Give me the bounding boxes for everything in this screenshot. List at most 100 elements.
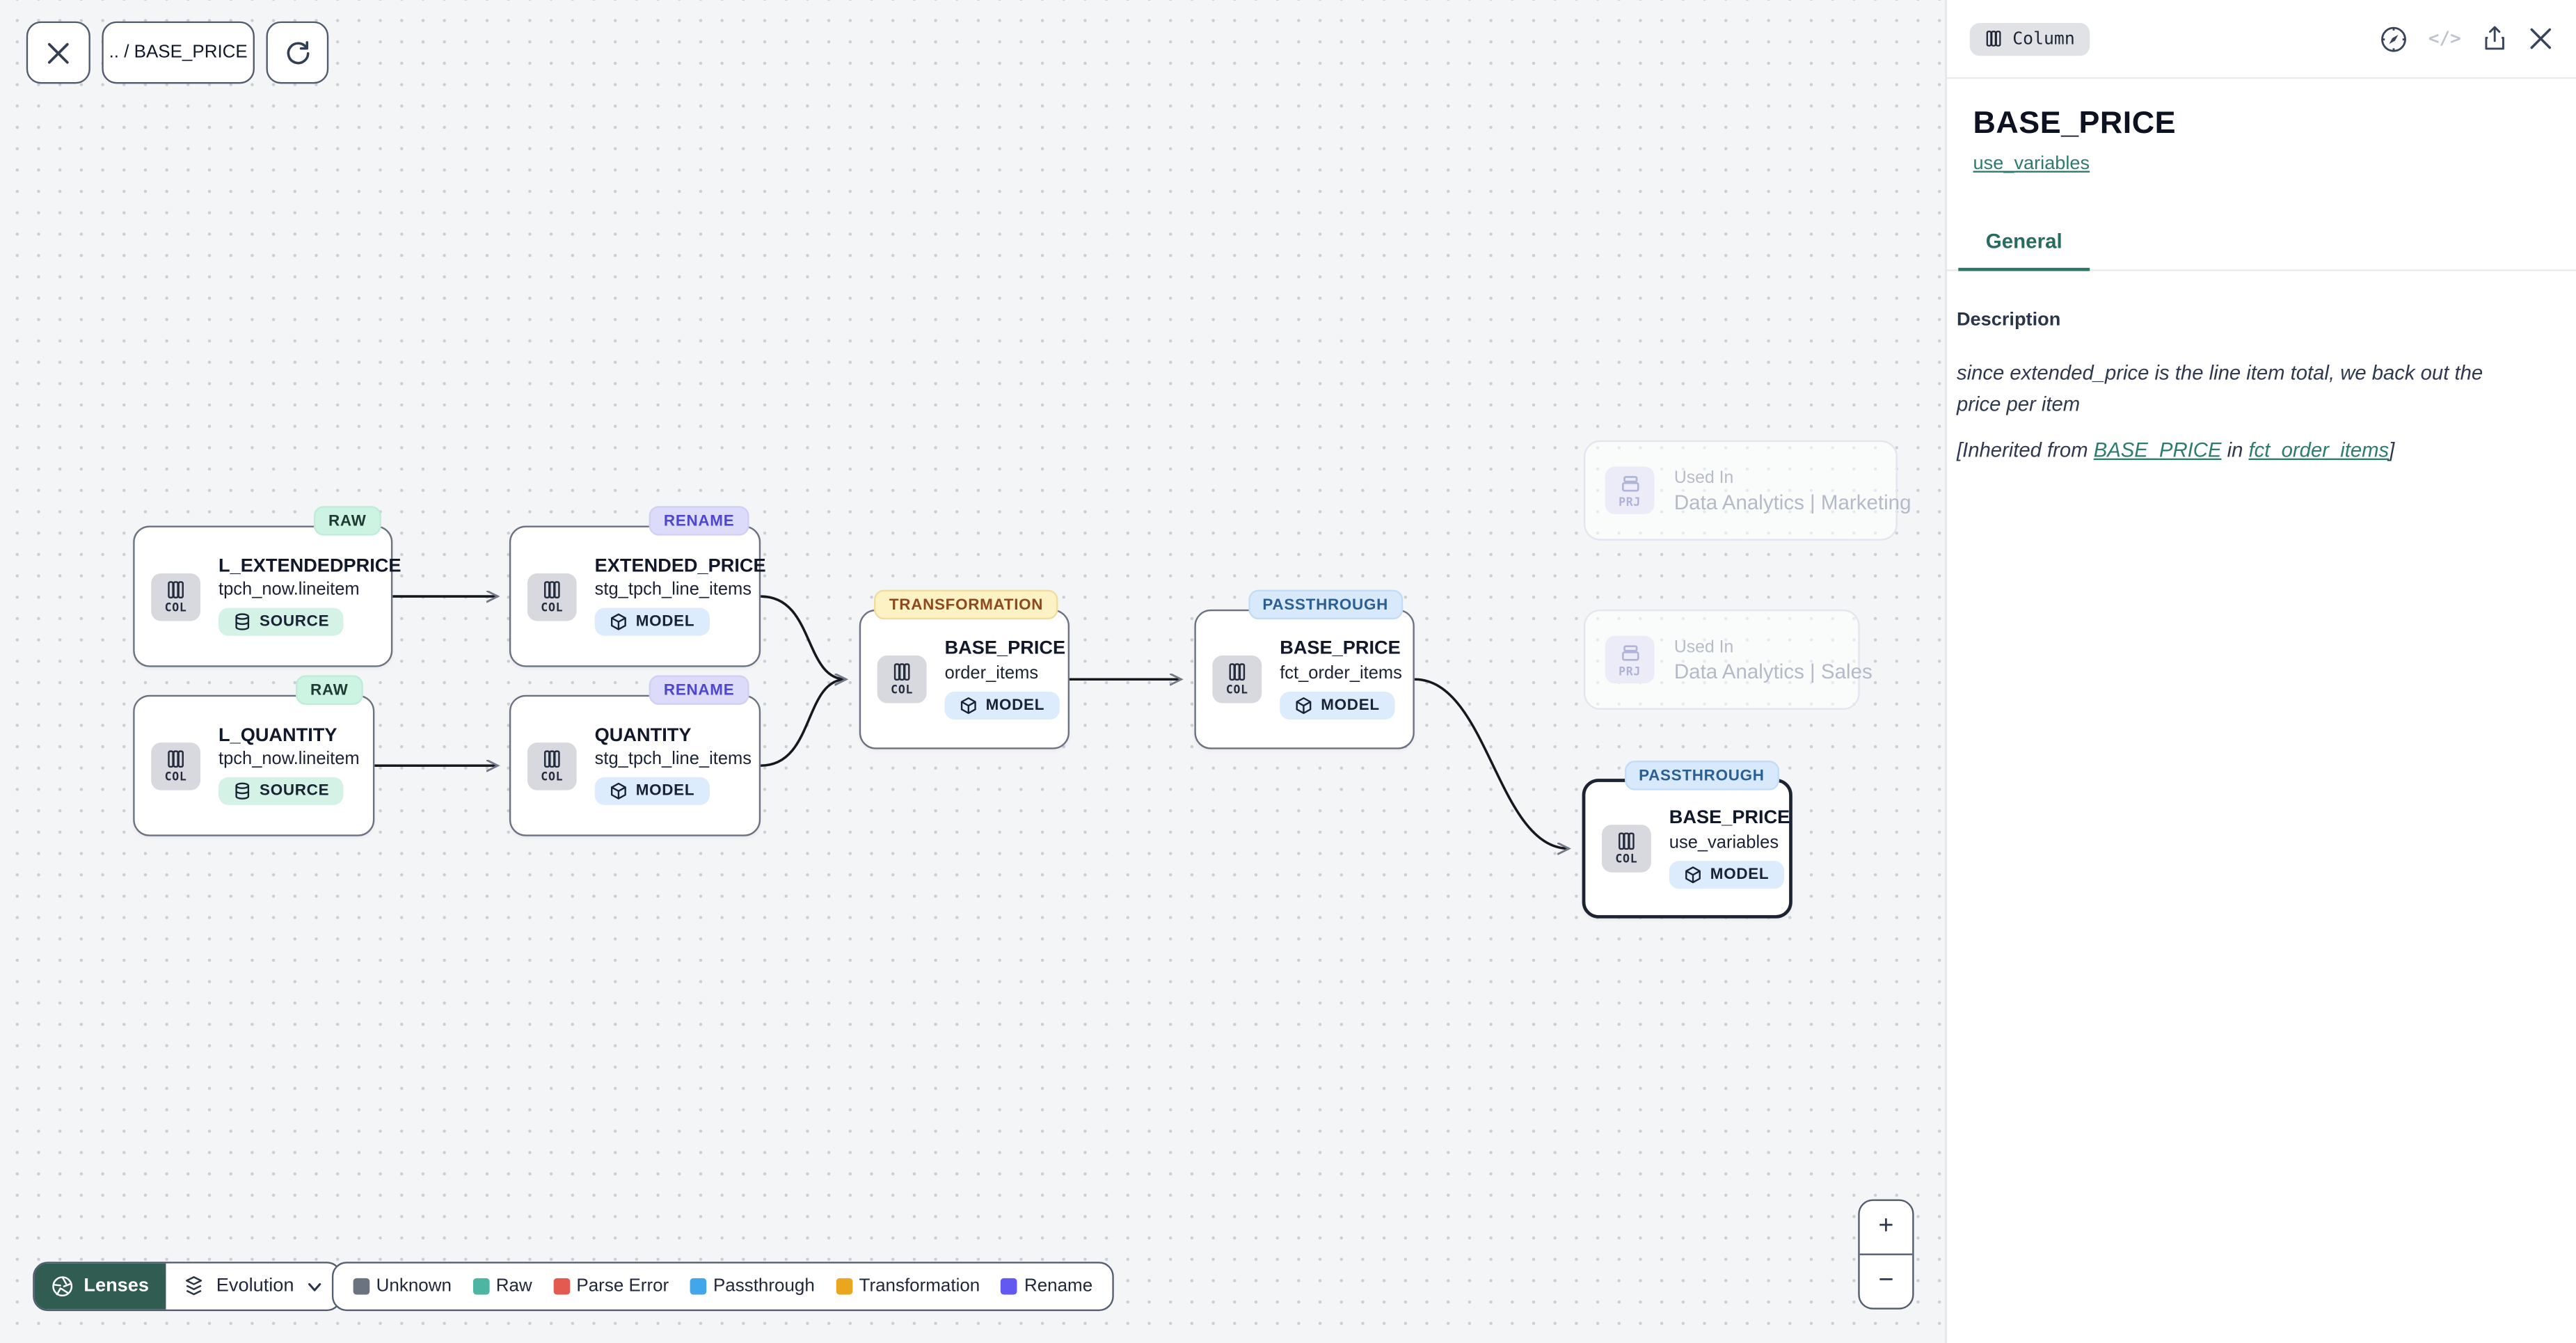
inherited-column-link[interactable]: BASE_PRICE [2093, 438, 2222, 462]
inherited-model-link[interactable]: fct_order_items [2248, 438, 2390, 462]
breadcrumb[interactable]: .. / BASE_PRICE [102, 21, 255, 84]
entity-type-chip: Column [1969, 22, 2090, 56]
status-badge: RENAME [649, 675, 749, 705]
edge-fctorderitems-usevariables [1414, 678, 1569, 848]
kind-label: COL [1615, 852, 1638, 866]
evolution-layers-icon [185, 1276, 202, 1296]
status-badge: PASSTHROUGH [1248, 589, 1404, 620]
legend-item: Unknown [353, 1276, 452, 1296]
node-l-extendedprice[interactable]: RAW COL L_EXTENDEDPRICE tpch_now.lineite… [133, 506, 401, 667]
lenses-control: Lenses Evolution [33, 1262, 342, 1312]
panel-tabs: General [1946, 227, 2576, 271]
column-icon: COL [151, 572, 201, 621]
inherited-prefix: [Inherited from [1956, 438, 2094, 462]
status-badge: PASSTHROUGH [1623, 761, 1779, 790]
node-title: L_EXTENDEDPRICE [218, 556, 401, 577]
lineage-canvas[interactable]: .. / BASE_PRICE PRJ Used In Data Analyti… [0, 0, 1946, 1343]
share-icon[interactable] [2481, 24, 2509, 52]
zoom-in-glyph: + [1878, 1212, 1894, 1241]
node-title: BASE_PRICE [1669, 809, 1790, 829]
inherited-middle: in [2221, 438, 2249, 462]
code-icon[interactable]: </> [2428, 28, 2461, 49]
inherited-suffix: ] [2389, 438, 2395, 462]
legend-label: Unknown [376, 1276, 452, 1296]
description-heading: Description [1956, 310, 2061, 331]
lens-select[interactable]: Evolution [165, 1263, 340, 1310]
cube-icon [1296, 697, 1312, 714]
kind-label: PRJ [1619, 665, 1641, 678]
node-base-price-use-variables[interactable]: PASSTHROUGH COL BASE_PRICE use_variables… [1582, 761, 1792, 919]
compass-icon[interactable] [2379, 24, 2408, 53]
legend-swatch-rename [1001, 1278, 1018, 1295]
column-icon: COL [527, 572, 577, 621]
refresh-button[interactable] [266, 21, 329, 84]
close-lineage-button[interactable] [26, 21, 90, 84]
cube-icon [610, 783, 626, 800]
ghost-node-sales[interactable]: PRJ Used In Data Analytics | Sales [1584, 609, 1873, 710]
node-title: BASE_PRICE [1280, 639, 1401, 660]
node-subtitle: stg_tpch_line_items [594, 580, 752, 601]
zoom-in-button[interactable]: + [1859, 1201, 1913, 1255]
legend-label: Passthrough [713, 1276, 815, 1296]
kind-label: COL [1225, 683, 1248, 697]
legend-label: Rename [1024, 1276, 1093, 1296]
kind-label: COL [891, 683, 914, 697]
close-panel-icon[interactable] [2529, 26, 2553, 51]
node-quantity[interactable]: RENAME COL QUANTITY stg_tpch_line_items … [509, 675, 761, 836]
kind-label: COL [541, 600, 564, 614]
column-icon [1986, 31, 2001, 47]
cube-icon [1685, 866, 1701, 883]
column-icon: COL [151, 741, 201, 790]
close-icon [47, 42, 69, 63]
database-icon [235, 614, 250, 631]
node-base-price-fct-order-items[interactable]: PASSTHROUGH COL BASE_PRICE fct_order_ite… [1194, 589, 1415, 749]
used-in-label: Used In [1673, 467, 1734, 488]
node-subtitle: fct_order_items [1280, 663, 1402, 683]
node-type-chip: SOURCE [260, 613, 330, 632]
legend-item: Transformation [836, 1276, 980, 1296]
node-subtitle: order_items [944, 663, 1039, 683]
node-title: BASE_PRICE [944, 639, 1066, 660]
node-base-price-order-items[interactable]: TRANSFORMATION COL BASE_PRICE order_item… [859, 589, 1070, 749]
lenses-button[interactable]: Lenses [34, 1263, 166, 1310]
legend-swatch-unknown [353, 1278, 370, 1295]
column-icon: COL [1212, 655, 1262, 704]
legend-swatch-transformation [836, 1278, 853, 1295]
details-panel-header: Column </> [1946, 0, 2576, 79]
legend-item: Parse Error [553, 1276, 669, 1296]
status-badge: RENAME [649, 506, 749, 536]
project-icon: PRJ [1605, 466, 1655, 514]
node-extended-price[interactable]: RENAME COL EXTENDED_PRICE stg_tpch_line_… [509, 506, 766, 667]
legend-label: Raw [495, 1276, 532, 1296]
database-icon [235, 783, 250, 800]
entity-type-label: Column [2012, 29, 2075, 49]
breadcrumb-label: .. / BASE_PRICE [109, 42, 248, 63]
panel-title: BASE_PRICE [1973, 106, 2176, 142]
status-badge: RAW [313, 506, 381, 536]
refresh-icon [286, 40, 309, 64]
used-in-label: Used In [1673, 636, 1734, 657]
node-type-chip: MODEL [1321, 696, 1380, 715]
node-subtitle: tpch_now.lineitem [218, 580, 360, 601]
legend-swatch-raw [472, 1278, 490, 1295]
node-subtitle: tpch_now.lineitem [218, 749, 360, 770]
ghost-node-marketing[interactable]: PRJ Used In Data Analytics | Marketing [1584, 440, 1911, 541]
description-section: Description since extended_price is the … [1947, 310, 2576, 462]
status-badge: TRANSFORMATION [874, 589, 1058, 620]
legend-label: Transformation [859, 1276, 980, 1296]
node-type-chip: MODEL [985, 696, 1045, 715]
node-l-quantity[interactable]: RAW COL L_QUANTITY tpch_now.lineitem SOU… [133, 675, 375, 836]
node-type-chip: SOURCE [260, 782, 330, 801]
node-subtitle: use_variables [1669, 832, 1779, 852]
tab-general[interactable]: General [1958, 230, 2090, 271]
lenses-label: Lenses [84, 1276, 150, 1296]
node-title: EXTENDED_PRICE [594, 556, 766, 577]
legend-swatch-parse-error [553, 1278, 570, 1295]
model-link[interactable]: use_variables [1973, 154, 2090, 175]
project-icon: PRJ [1605, 635, 1655, 684]
kind-label: PRJ [1619, 495, 1641, 509]
zoom-out-button[interactable]: − [1860, 1255, 1913, 1308]
node-title: L_QUANTITY [218, 725, 337, 746]
lens-legend: Unknown Raw Parse Error Passthrough Tran… [331, 1262, 1114, 1312]
